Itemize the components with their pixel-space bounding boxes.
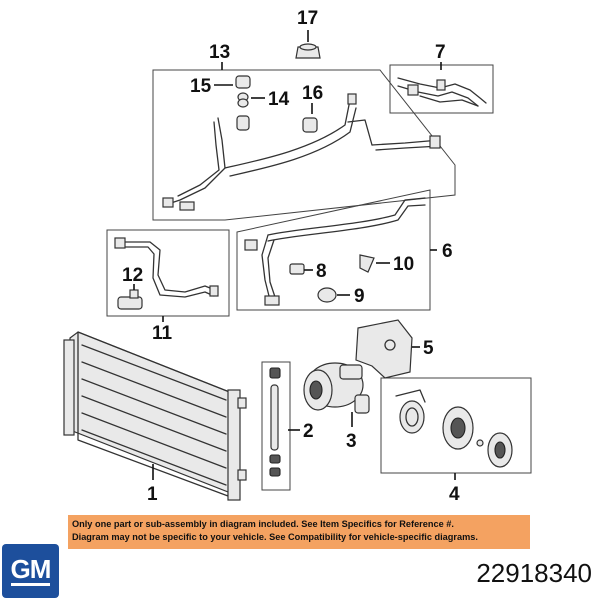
compressor-3-icon xyxy=(303,362,370,414)
hose-11-lines xyxy=(114,237,219,298)
valve-8-icon xyxy=(289,263,305,275)
bracket-5-icon xyxy=(355,319,413,379)
o-ring-14-icon xyxy=(237,92,249,108)
gm-logo-icon: GM xyxy=(2,544,59,598)
callout-16: 16 xyxy=(302,83,323,104)
box-hose-11 xyxy=(106,229,230,317)
compatibility-notice: Only one part or sub-assembly in diagram… xyxy=(68,515,530,549)
callout-3: 3 xyxy=(346,431,357,452)
callout-14: 14 xyxy=(268,89,290,110)
drier-2-icon xyxy=(261,361,291,491)
hose-7-lines xyxy=(397,77,487,107)
callout-4: 4 xyxy=(449,484,460,505)
callout-2: 2 xyxy=(303,421,314,442)
bracket-10-icon xyxy=(359,254,375,273)
callout-7: 7 xyxy=(435,42,446,63)
callout-9: 9 xyxy=(354,286,365,307)
callout-10: 10 xyxy=(393,254,414,275)
callout-8: 8 xyxy=(316,261,327,282)
callout-15: 15 xyxy=(190,76,212,97)
callout-5: 5 xyxy=(423,338,434,359)
box-hose-6 xyxy=(236,189,431,311)
callout-13: 13 xyxy=(209,42,230,63)
seal-15-icon xyxy=(235,75,251,89)
condenser-1-icon xyxy=(63,331,247,501)
callout-6: 6 xyxy=(442,241,453,262)
part-number: 22918340 xyxy=(476,558,592,588)
box-hose-assembly-13 xyxy=(152,69,456,221)
callout-1: 1 xyxy=(147,484,158,505)
valve-12-icon xyxy=(117,289,143,310)
callout-17: 17 xyxy=(297,8,318,29)
gm-logo-text: GM xyxy=(10,554,51,586)
notice-line-2: Diagram may not be specific to your vehi… xyxy=(72,532,478,542)
cap-9-icon xyxy=(317,287,337,303)
hose-13-lines xyxy=(162,93,441,211)
seal-13-small-icon xyxy=(236,115,250,131)
callout-12: 12 xyxy=(122,265,143,286)
callout-11: 11 xyxy=(152,323,173,344)
clutch-4-icon xyxy=(395,389,513,468)
seal-16-icon xyxy=(302,117,318,133)
notice-line-1: Only one part or sub-assembly in diagram… xyxy=(72,519,454,529)
hose-6-lines xyxy=(244,197,426,306)
nut-17-icon xyxy=(295,43,321,59)
box-clutch-4 xyxy=(380,377,532,474)
leader-lines xyxy=(133,30,456,480)
